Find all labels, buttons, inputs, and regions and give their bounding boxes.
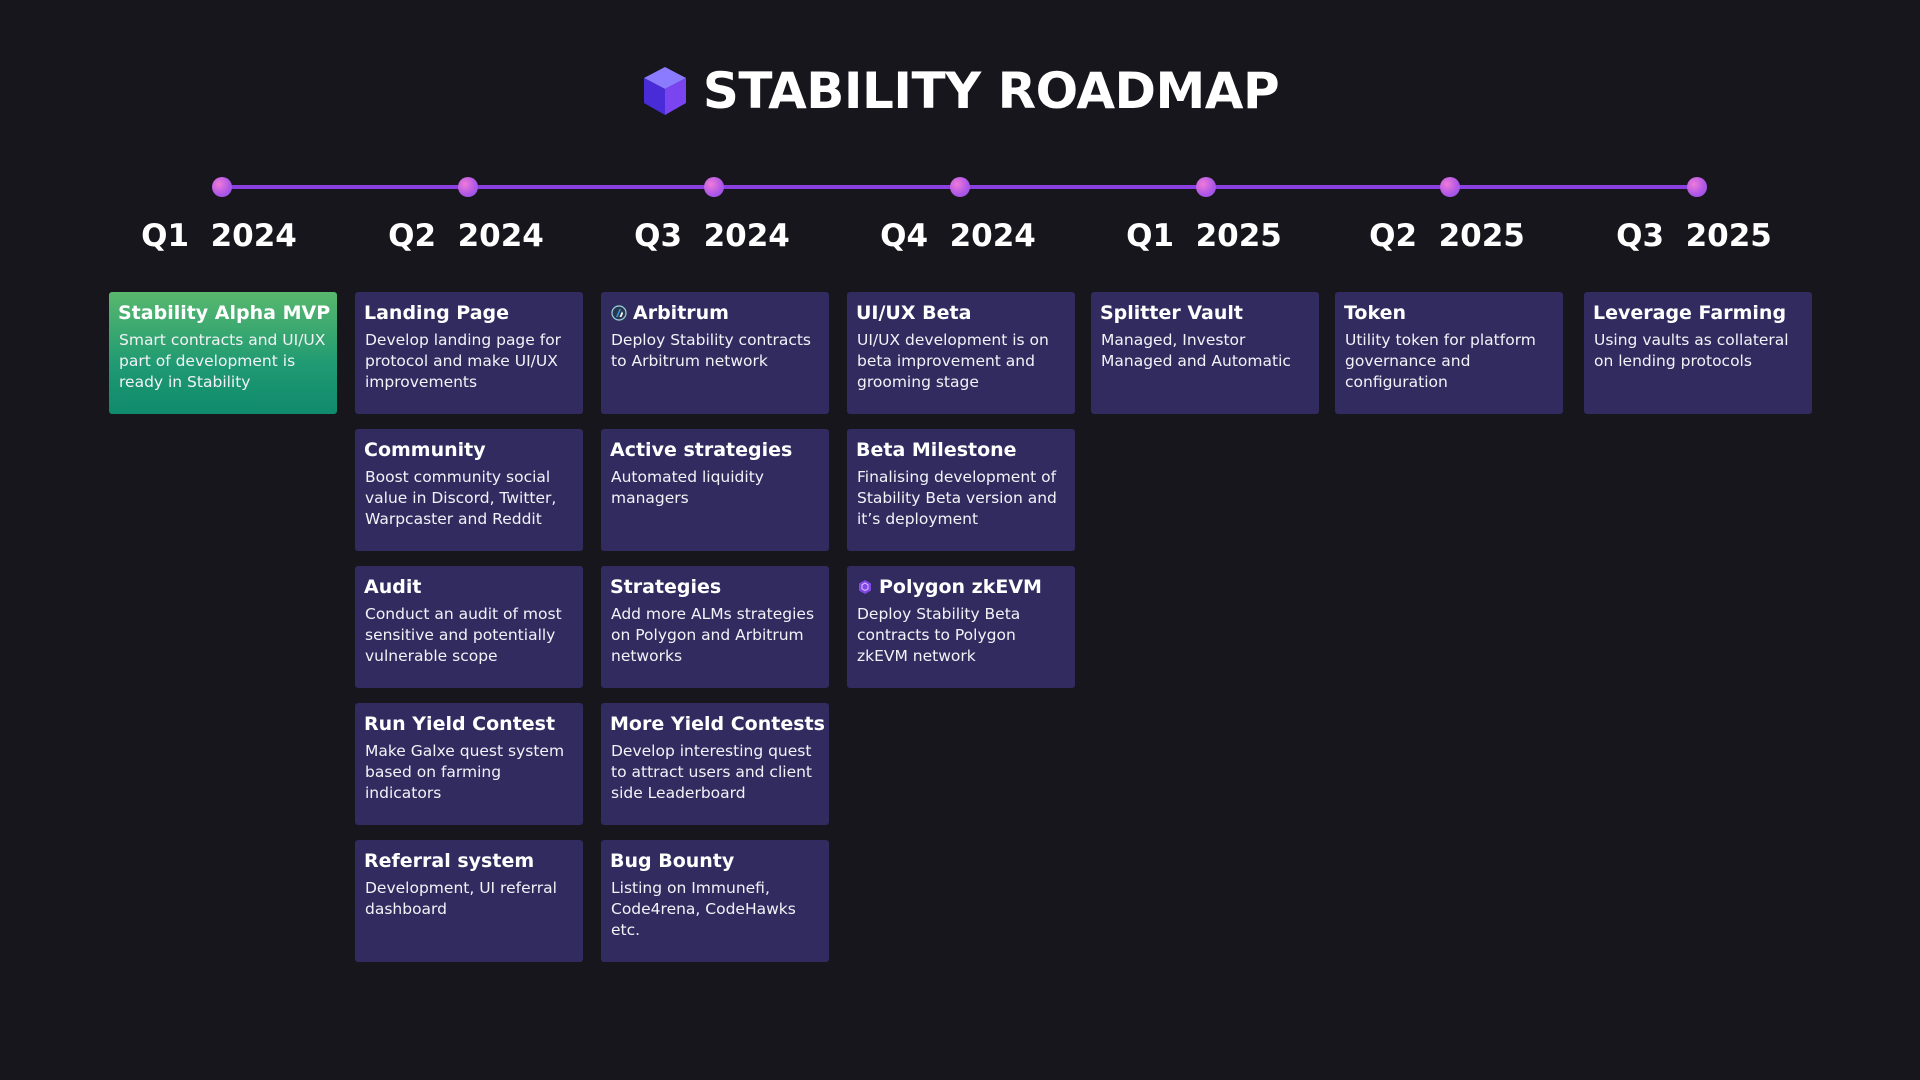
card-title: Landing Page	[364, 302, 510, 324]
card-description: Deploy Stability Beta contracts to Polyg…	[857, 605, 1021, 665]
roadmap-card: Landing Page Develop landing page for pr…	[355, 292, 583, 414]
quarter-label: Q3 2024	[634, 218, 790, 254]
roadmap-card: Token Utility token for platform governa…	[1335, 292, 1563, 414]
quarter-label: Q3 2025	[1616, 218, 1772, 254]
card-description: Development, UI referral dashboard	[365, 879, 557, 918]
timeline-dot	[1196, 177, 1216, 197]
card-description: Listing on Immunefi, Code4rena, CodeHawk…	[611, 879, 796, 939]
quarter-label: Q2 2025	[1369, 218, 1525, 254]
card-title: Active strategies	[610, 439, 793, 461]
card-description: Utility token for platform governance an…	[1345, 331, 1536, 391]
roadmap-card: Run Yield Contest Make Galxe quest syste…	[355, 703, 583, 825]
card-description: UI/UX development is on beta improvement…	[857, 331, 1049, 391]
roadmap-card: Arbitrum Deploy Stability contracts to A…	[601, 292, 829, 414]
quarter-label: Q1 2024	[141, 218, 297, 254]
roadmap-card: Community Boost community social value i…	[355, 429, 583, 551]
card-title: Beta Milestone	[856, 439, 1017, 461]
card-title: Strategies	[610, 576, 722, 598]
card-description: Make Galxe quest system based on farming…	[365, 742, 565, 802]
card-description: Managed, Investor Managed and Automatic	[1101, 331, 1291, 370]
quarter-label: Q4 2024	[880, 218, 1036, 254]
roadmap-card: Referral system Development, UI referral…	[355, 840, 583, 962]
roadmap-card: Stability Alpha MVP Smart contracts and …	[109, 292, 337, 414]
timeline-dot	[212, 177, 232, 197]
card-description: Add more ALMs strategies on Polygon and …	[611, 605, 815, 665]
card-title: More Yield Contests	[610, 713, 825, 735]
timeline-dot	[1687, 177, 1707, 197]
card-description: Boost community social value in Discord,…	[365, 468, 557, 528]
timeline-dot	[704, 177, 724, 197]
card-title: Audit	[364, 576, 422, 598]
cube-icon	[641, 65, 689, 117]
card-description: Using vaults as collateral on lending pr…	[1594, 331, 1789, 370]
card-description: Automated liquidity managers	[611, 468, 764, 507]
timeline-dot	[458, 177, 478, 197]
roadmap-card: Bug Bounty Listing on Immunefi, Code4ren…	[601, 840, 829, 962]
card-title: Polygon zkEVM	[856, 575, 1067, 599]
roadmap-card: More Yield Contests Develop interesting …	[601, 703, 829, 825]
roadmap-card: Leverage Farming Using vaults as collate…	[1584, 292, 1812, 414]
quarter-label: Q1 2025	[1126, 218, 1282, 254]
card-title: Referral system	[364, 850, 535, 872]
card-title-text: Polygon zkEVM	[879, 576, 1042, 598]
card-title: Arbitrum	[610, 301, 821, 325]
arbitrum-icon	[610, 304, 628, 322]
card-description: Develop interesting quest to attract use…	[611, 742, 813, 802]
roadmap-card: UI/UX Beta UI/UX development is on beta …	[847, 292, 1075, 414]
card-title: Stability Alpha MVP	[118, 302, 331, 324]
roadmap-card: Audit Conduct an audit of most sensitive…	[355, 566, 583, 688]
card-title: UI/UX Beta	[856, 302, 972, 324]
card-title: Leverage Farming	[1593, 302, 1787, 324]
polygon-icon	[856, 578, 874, 596]
card-title: Community	[364, 439, 486, 461]
card-description: Conduct an audit of most sensitive and p…	[365, 605, 562, 665]
header: STABILITY ROADMAP	[0, 62, 1920, 120]
roadmap-card: Splitter Vault Managed, Investor Managed…	[1091, 292, 1319, 414]
page-title: STABILITY ROADMAP	[702, 62, 1280, 120]
timeline-dot	[1440, 177, 1460, 197]
timeline-dot	[950, 177, 970, 197]
card-description: Deploy Stability contracts to Arbitrum n…	[611, 331, 812, 370]
card-description: Finalising development of Stability Beta…	[857, 468, 1057, 528]
roadmap-card: Beta Milestone Finalising development of…	[847, 429, 1075, 551]
card-description: Smart contracts and UI/UX part of develo…	[119, 331, 326, 391]
card-title: Bug Bounty	[610, 850, 735, 872]
roadmap-card: Polygon zkEVM Deploy Stability Beta cont…	[847, 566, 1075, 688]
card-title: Run Yield Contest	[364, 713, 556, 735]
card-title: Splitter Vault	[1100, 302, 1243, 324]
card-description: Develop landing page for protocol and ma…	[365, 331, 562, 391]
roadmap-card: Strategies Add more ALMs strategies on P…	[601, 566, 829, 688]
card-title: Token	[1344, 302, 1407, 324]
quarter-label: Q2 2024	[388, 218, 544, 254]
card-title-text: Arbitrum	[633, 302, 729, 324]
roadmap-card: Active strategies Automated liquidity ma…	[601, 429, 829, 551]
